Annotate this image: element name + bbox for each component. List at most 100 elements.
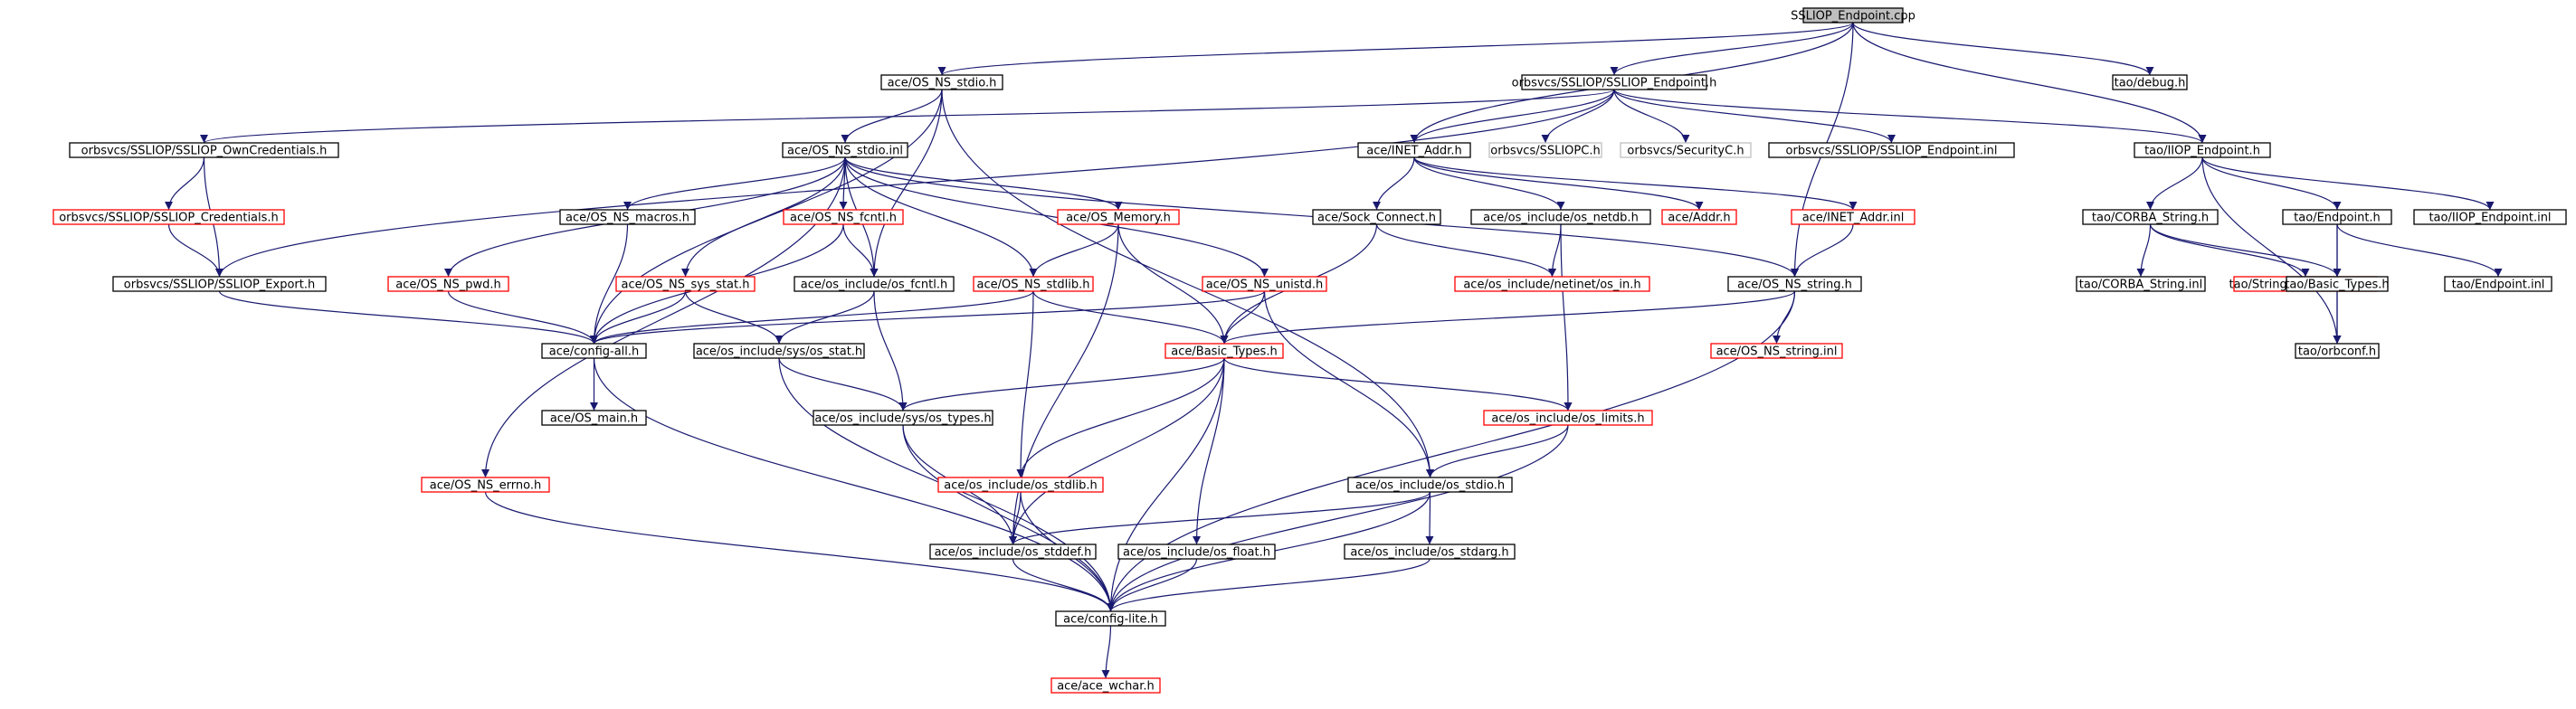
node-box[interactable] <box>937 477 1104 493</box>
node-box[interactable] <box>1454 276 1650 292</box>
node-os-limits-h[interactable]: ace/os_include/os_limits.h <box>1483 410 1653 426</box>
node-box[interactable] <box>2444 276 2552 292</box>
node-box[interactable] <box>1344 544 1516 560</box>
node-sslioe-h[interactable]: orbsvcs/SSLIOP/SSLIOP_Endpoint.h <box>1512 74 1717 90</box>
node-box[interactable] <box>2282 209 2392 225</box>
node-inet-addr-h[interactable]: ace/INET_Addr.h <box>1357 142 1471 158</box>
node-box[interactable] <box>2082 209 2219 225</box>
node-addr-h[interactable]: ace/Addr.h <box>1661 209 1737 225</box>
node-os-stdio-h[interactable]: ace/os_include/os_stdio.h <box>1347 477 1513 493</box>
node-os-stdarg-h[interactable]: ace/os_include/os_stdarg.h <box>1344 544 1516 560</box>
node-box[interactable] <box>1164 343 1284 359</box>
node-box[interactable] <box>387 276 509 292</box>
node-sslioe-inl[interactable]: orbsvcs/SSLIOP/SSLIOP_Endpoint.inl <box>1768 142 2015 158</box>
node-os-ns-stdio-h[interactable]: ace/OS_NS_stdio.h <box>880 74 1003 90</box>
node-os-types-h[interactable]: ace/os_include/sys/os_types.h <box>813 410 993 426</box>
node-os-ns-fcntl-h[interactable]: ace/OS_NS_fcntl.h <box>783 209 904 225</box>
node-os-ns-stdlib-h[interactable]: ace/OS_NS_stdlib.h <box>973 276 1094 292</box>
node-os-float-h[interactable]: ace/os_include/os_float.h <box>1117 544 1276 560</box>
node-os-main-h[interactable]: ace/OS_main.h <box>541 410 647 426</box>
node-box[interactable] <box>782 142 908 158</box>
node-box[interactable] <box>1802 7 1904 24</box>
node-iiop-endpoint-h[interactable]: tao/IIOP_Endpoint.h <box>2134 142 2271 158</box>
node-tao-endpoint-h[interactable]: tao/Endpoint.h <box>2282 209 2392 225</box>
node-box[interactable] <box>1661 209 1737 225</box>
node-box[interactable] <box>1357 142 1471 158</box>
node-label: ace/os_include/netinet/os_in.h <box>1463 279 1640 292</box>
node-box[interactable] <box>1488 142 1602 158</box>
node-inet-addr-inl[interactable]: ace/INET_Addr.inl <box>1791 209 1915 225</box>
node-box[interactable] <box>1202 276 1327 292</box>
node-box[interactable] <box>615 276 756 292</box>
node-box[interactable] <box>693 343 865 359</box>
node-os-ns-string-h[interactable]: ace/OS_NS_string.h <box>1727 276 1862 292</box>
node-os-netdb-h[interactable]: ace/os_include/os_netdb.h <box>1470 209 1651 225</box>
node-box[interactable] <box>69 142 339 158</box>
node-box[interactable] <box>2134 142 2271 158</box>
node-ace-wchar-h[interactable]: ace/ace_wchar.h <box>1050 677 1161 694</box>
node-ace-basic-types-h[interactable]: ace/Basic_Types.h <box>1164 343 1284 359</box>
node-box[interactable] <box>1620 142 1752 158</box>
node-box[interactable] <box>973 276 1094 292</box>
node-tao-basic-types-h[interactable]: tao/Basic_Types.h <box>2285 276 2390 292</box>
node-os-ns-errno-h[interactable]: ace/OS_NS_errno.h <box>421 477 550 493</box>
node-box[interactable] <box>2286 276 2389 292</box>
node-os-ns-macros-h[interactable]: ace/OS_NS_macros.h <box>559 209 696 225</box>
node-tao-debug-h[interactable]: tao/debug.h <box>2112 74 2188 90</box>
node-os-fcntl-h[interactable]: ace/os_include/os_fcntl.h <box>794 276 955 292</box>
node-os-ns-pwd-h[interactable]: ace/OS_NS_pwd.h <box>387 276 509 292</box>
node-box[interactable] <box>2413 209 2567 225</box>
node-ssliop-export-h[interactable]: orbsvcs/SSLIOP/SSLIOP_Export.h <box>112 276 327 292</box>
node-box[interactable] <box>1117 544 1276 560</box>
node-box[interactable] <box>52 209 285 225</box>
node-os-ns-sys-stat-h[interactable]: ace/OS_NS_sys_stat.h <box>615 276 756 292</box>
node-box[interactable] <box>421 477 550 493</box>
node-box[interactable] <box>559 209 696 225</box>
node-corba-string-inl[interactable]: tao/CORBA_String.inl <box>2076 276 2206 292</box>
node-orbconf-h[interactable]: tao/orbconf.h <box>2295 343 2380 359</box>
node-box[interactable] <box>1050 677 1161 694</box>
node-box[interactable] <box>1347 477 1513 493</box>
node-tao-endpoint-inl[interactable]: tao/Endpoint.inl <box>2444 276 2552 292</box>
node-os-sys-stat-h[interactable]: ace/os_include/sys/os_stat.h <box>693 343 865 359</box>
node-box[interactable] <box>2295 343 2380 359</box>
node-box[interactable] <box>794 276 955 292</box>
node-box[interactable] <box>2076 276 2206 292</box>
node-credentials-h[interactable]: orbsvcs/SSLIOP/SSLIOP_Credentials.h <box>52 209 285 225</box>
node-box[interactable] <box>1521 74 1707 90</box>
node-root[interactable]: SSLIOP_Endpoint.cpp <box>1791 7 1915 24</box>
node-os-stdlib-h[interactable]: ace/os_include/os_stdlib.h <box>937 477 1104 493</box>
node-securityc-h[interactable]: orbsvcs/SecurityC.h <box>1620 142 1752 158</box>
node-box[interactable] <box>1791 209 1915 225</box>
node-config-all-h[interactable]: ace/config-all.h <box>541 343 647 359</box>
edge-iiop_endpoint_h-to-orbconf_h <box>2201 156 2342 345</box>
node-box[interactable] <box>112 276 327 292</box>
node-box[interactable] <box>1483 410 1653 426</box>
node-netinet-in-h[interactable]: ace/os_include/netinet/os_in.h <box>1454 276 1650 292</box>
node-box[interactable] <box>1768 142 2015 158</box>
node-box[interactable] <box>929 544 1097 560</box>
node-os-stddef-h[interactable]: ace/os_include/os_stddef.h <box>929 544 1097 560</box>
node-os-ns-unistd-h[interactable]: ace/OS_NS_unistd.h <box>1202 276 1327 292</box>
node-iiop-endpoint-inl[interactable]: tao/IIOP_Endpoint.inl <box>2413 209 2567 225</box>
node-box[interactable] <box>1727 276 1862 292</box>
node-box[interactable] <box>880 74 1003 90</box>
node-box[interactable] <box>1470 209 1651 225</box>
node-box[interactable] <box>1055 610 1166 627</box>
node-box[interactable] <box>813 410 993 426</box>
node-owncred-h[interactable]: orbsvcs/SSLIOP/SSLIOP_OwnCredentials.h <box>69 142 339 158</box>
node-sslioc-h[interactable]: orbsvcs/SSLIOPC.h <box>1488 142 1602 158</box>
node-corba-string-h[interactable]: tao/CORBA_String.h <box>2082 209 2219 225</box>
node-box[interactable] <box>783 209 904 225</box>
node-box[interactable] <box>2112 74 2188 90</box>
node-sock-connect-h[interactable]: ace/Sock_Connect.h <box>1312 209 1441 225</box>
node-os-ns-string-inl[interactable]: ace/OS_NS_string.inl <box>1710 343 1843 359</box>
node-os-memory-h[interactable]: ace/OS_Memory.h <box>1057 209 1180 225</box>
node-box[interactable] <box>541 410 647 426</box>
node-box[interactable] <box>541 343 647 359</box>
node-box[interactable] <box>1057 209 1180 225</box>
node-box[interactable] <box>1710 343 1843 359</box>
node-os-ns-stdio-inl[interactable]: ace/OS_NS_stdio.inl <box>782 142 908 158</box>
node-config-lite-h[interactable]: ace/config-lite.h <box>1055 610 1166 627</box>
node-box[interactable] <box>1312 209 1441 225</box>
